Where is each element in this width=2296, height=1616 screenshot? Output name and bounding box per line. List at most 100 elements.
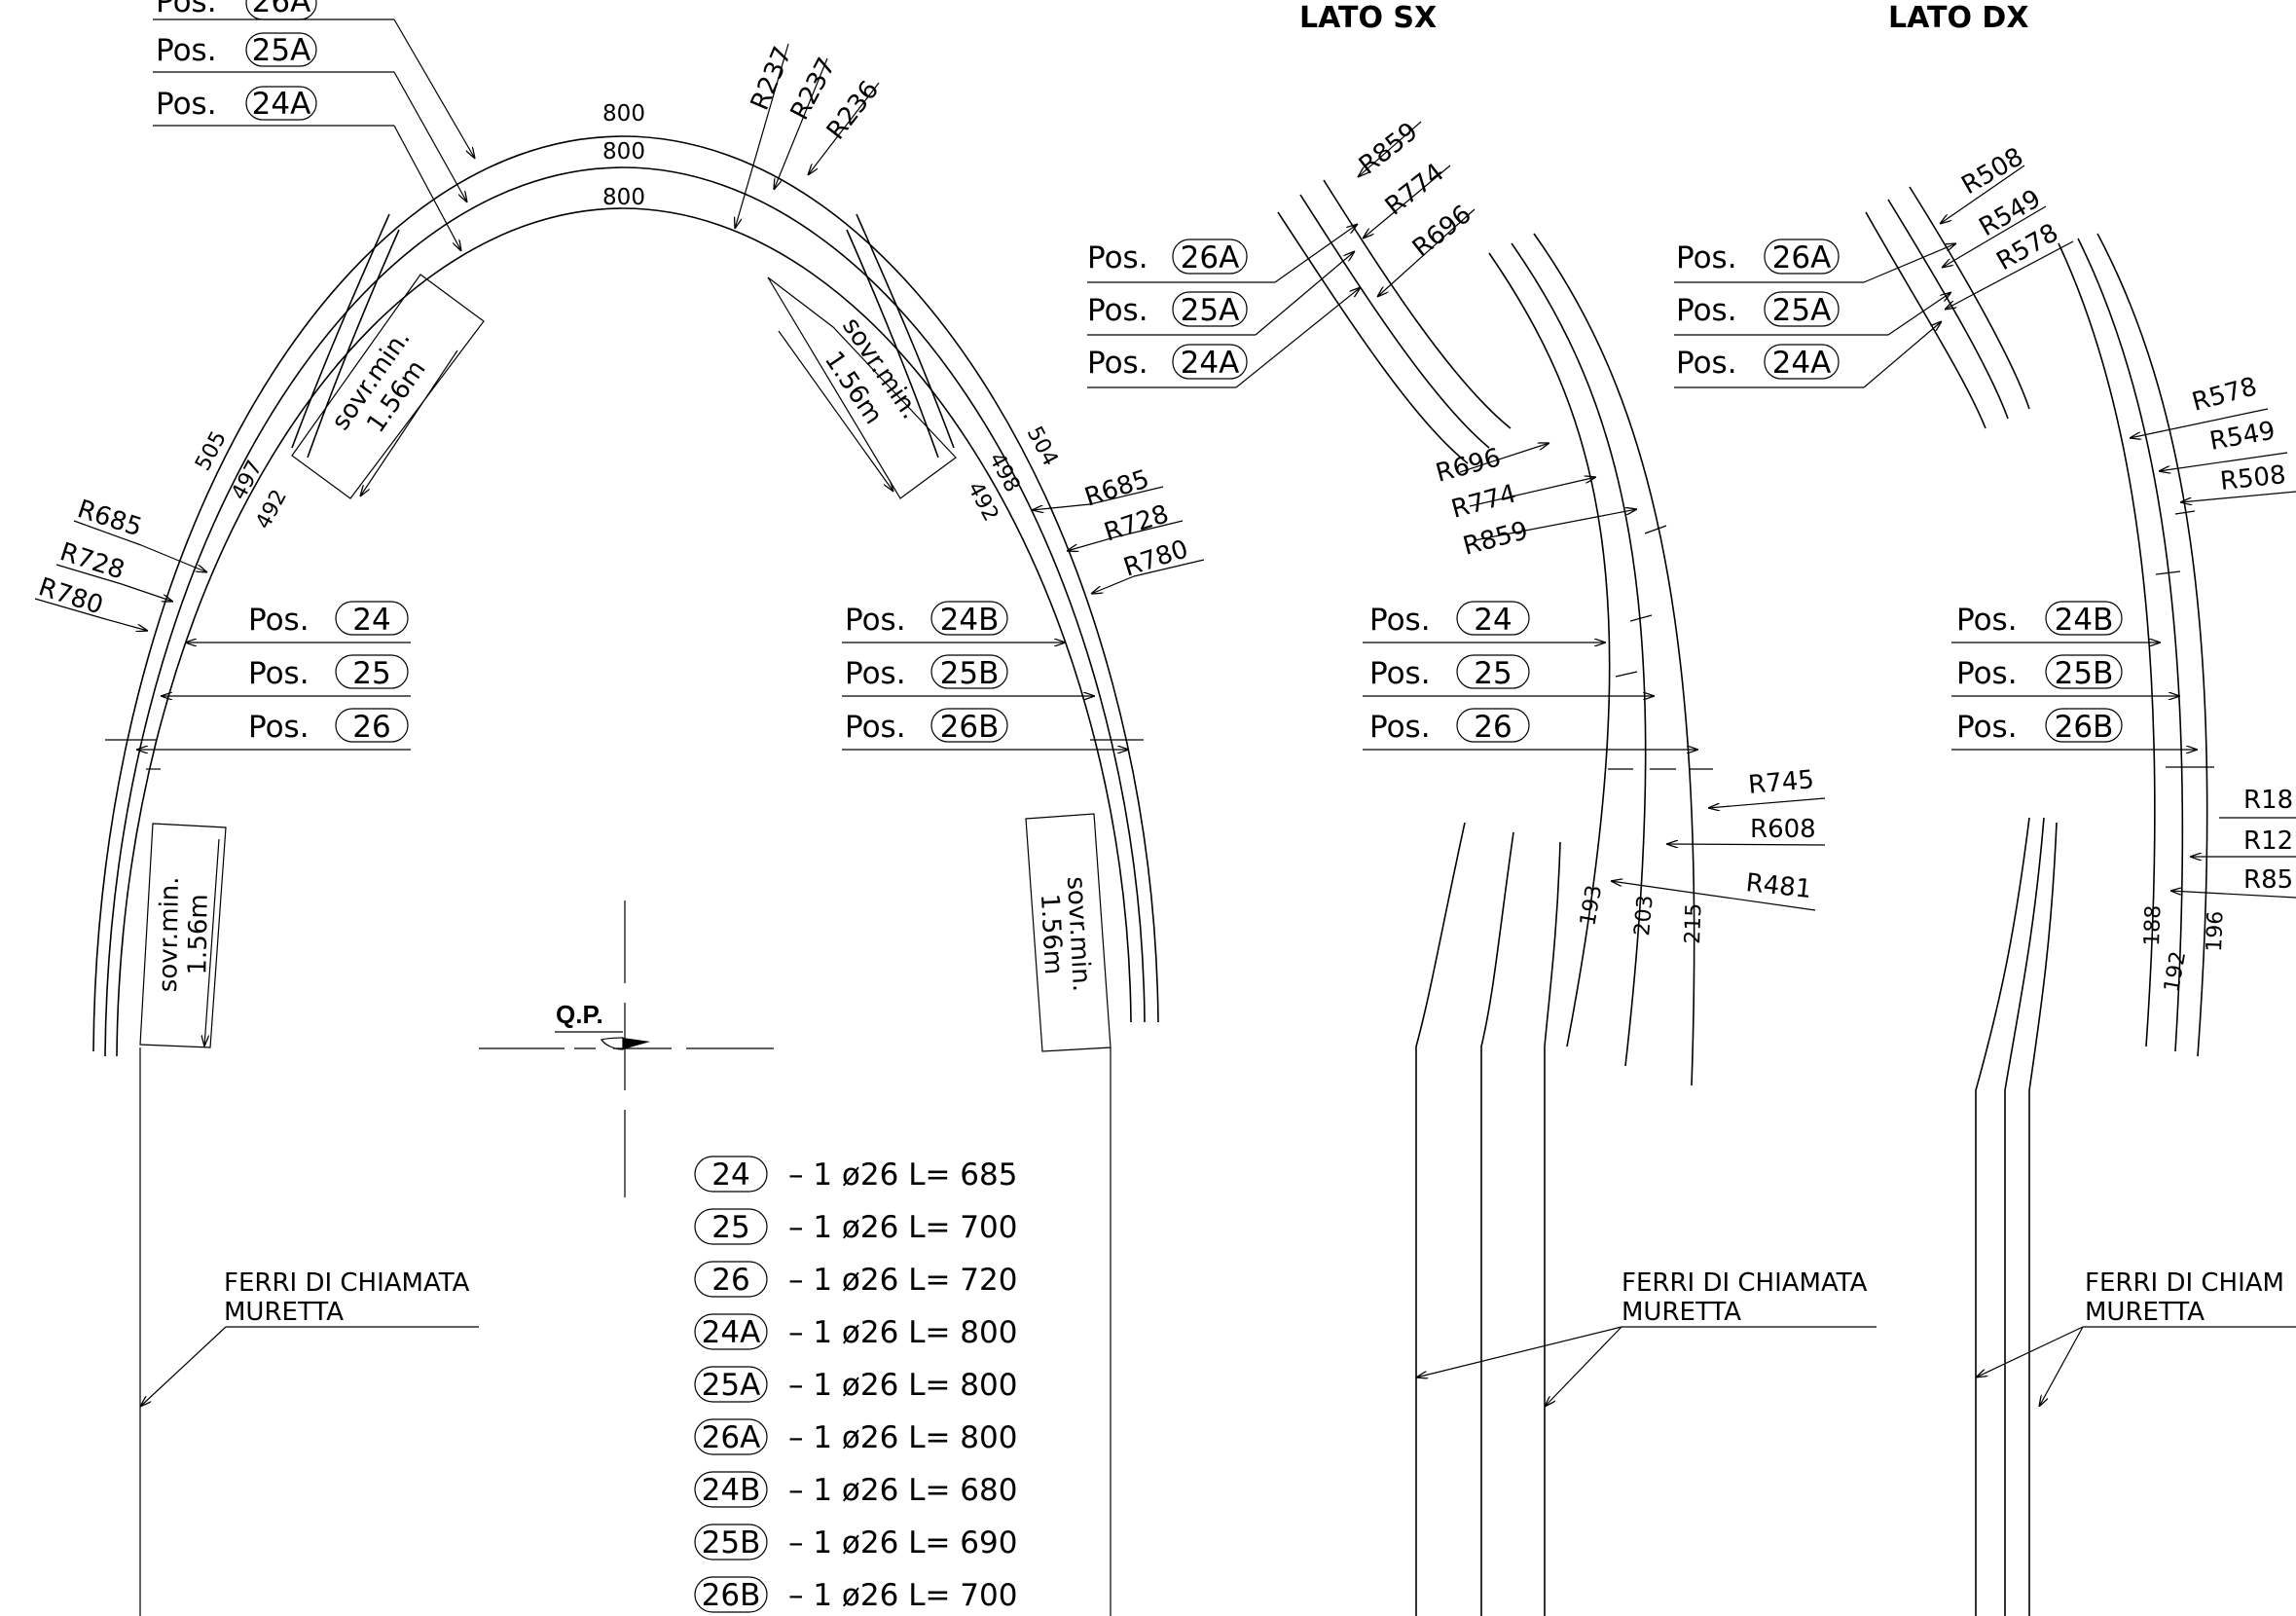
- note-left-leader: [140, 1326, 479, 1407]
- arch-left-dim-2: 497: [227, 457, 268, 504]
- lato-dx-top-pos-word-3: Pos.: [1676, 346, 1737, 381]
- lato-sx-low-radius-2: R608: [1750, 815, 1816, 844]
- bar-schedule: 24 – 1 ø26 L= 685 25 – 1 ø26 L= 700 26 – 1 ø2…: [694, 1156, 1017, 1613]
- arch-right-radius-leaders: [1032, 486, 1205, 594]
- lato-dx-pos-rows: [1951, 601, 2198, 750]
- header-lato-dx: LATO DX: [1888, 1, 2028, 35]
- lato-dx-mid-radius-1: R578: [2189, 372, 2260, 418]
- qp-label: Q.P.: [556, 1000, 603, 1029]
- arch-left-dim-3: 492: [251, 486, 292, 533]
- schedule-desc: – 1 ø26 L= 685: [788, 1157, 1017, 1193]
- arch-bars: [92, 135, 1159, 1057]
- schedule-tag: 24: [711, 1157, 749, 1193]
- lato-sx-low-radius-1: R745: [1747, 765, 1815, 800]
- lato-sx-tag-2: 25: [1474, 656, 1512, 691]
- schedule-tag-oval: [694, 1471, 768, 1508]
- arch-right-pos-word-1: Pos.: [845, 603, 906, 638]
- schedule-tag: 25: [711, 1210, 749, 1245]
- arch-left-radius-1: R685: [74, 495, 146, 542]
- note-left-line1: FERRI DI CHIAMATA: [224, 1268, 470, 1298]
- lato-sx-low-leaders: [1611, 797, 1826, 911]
- note-left-line2: MURETTA: [224, 1298, 344, 1327]
- lato-dx-tag-2: 25B: [2055, 656, 2114, 691]
- arch-length-3: 800: [602, 185, 645, 210]
- lato-dx-dim-1: 188: [2140, 904, 2166, 946]
- arch-right-dim-1: 504: [1022, 422, 1063, 470]
- lato-sx-top-tag-2: 25A: [1181, 293, 1240, 328]
- arch-right-radius-1: R685: [1081, 464, 1153, 512]
- arch-top-pos-word-3: Pos.: [156, 87, 217, 122]
- arch-right-radius-3: R780: [1120, 534, 1192, 582]
- lato-dx-dim-2: 192: [2160, 949, 2191, 994]
- lato-sx-pos-rows: [1363, 601, 1698, 750]
- lato-sx-top-leaders: [1087, 121, 1476, 388]
- schedule-tag: 26B: [702, 1578, 761, 1613]
- lato-sx-top-tag-3: 24A: [1181, 346, 1240, 381]
- cover-label-3b: 1.56m: [183, 894, 213, 975]
- schedule-tag: 24A: [702, 1315, 761, 1350]
- schedule-tag: 26: [711, 1263, 749, 1298]
- lato-sx-top-radius-3: R696: [1407, 200, 1477, 263]
- lato-dx-low-radius-3: R85: [2243, 865, 2293, 895]
- cover-label-4b: 1.56m: [1035, 893, 1068, 975]
- header-lato-sx: LATO SX: [1299, 1, 1437, 35]
- schedule-desc: – 1 ø26 L= 800: [788, 1420, 1017, 1455]
- cover-label-3a: sovr.min.: [154, 876, 185, 992]
- arch-right-radius-2: R728: [1101, 499, 1173, 547]
- note-right-leader: [1976, 1326, 2296, 1407]
- lato-sx-dim-1: 193: [1576, 883, 1607, 928]
- lato-sx-dim-2: 203: [1630, 895, 1658, 937]
- arch-left-pos-word-3: Pos.: [248, 710, 310, 745]
- arch-top-pos-word-2: Pos.: [156, 33, 217, 68]
- arch-top-tag-2: 25A: [252, 33, 311, 68]
- arch-right-tag-2: 25B: [940, 656, 1000, 691]
- arch-left-radius-2: R728: [56, 537, 128, 585]
- lato-dx-top-tag-1: 26A: [1772, 240, 1832, 275]
- note-center-line2: MURETTA: [1622, 1298, 1741, 1327]
- schedule-tag: 26A: [702, 1420, 761, 1455]
- note-center-line1: FERRI DI CHIAMATA: [1622, 1268, 1868, 1298]
- schedule-tag-oval: [694, 1524, 768, 1561]
- cover-boxes: [139, 274, 1112, 1616]
- arch-length-1: 800: [602, 101, 645, 127]
- schedule-desc: – 1 ø26 L= 700: [788, 1210, 1017, 1245]
- arch-right-dim-3: 492: [963, 478, 1003, 526]
- lato-sx-tag-1: 24: [1474, 603, 1512, 638]
- lato-dx-top-leaders: [1674, 165, 2074, 388]
- lato-sx-dim-3: 215: [1681, 902, 1706, 944]
- lato-sx-pos-word-3: Pos.: [1369, 710, 1431, 745]
- lato-dx-mid-leaders: [2130, 408, 2296, 502]
- lato-dx-dim-3: 196: [2203, 910, 2228, 952]
- schedule-tag-oval: [694, 1313, 768, 1350]
- note-right-line1: FERRI DI CHIAM: [2085, 1268, 2284, 1298]
- lato-dx-tag-3: 26B: [2055, 710, 2114, 745]
- arch-left-radius-leaders: [34, 520, 207, 631]
- lato-sx-pos-word-1: Pos.: [1369, 603, 1431, 638]
- arch-top-tag-1: 26A: [252, 0, 311, 19]
- lato-sx-top-radius-2: R774: [1380, 158, 1450, 221]
- arch-left-radius-3: R780: [35, 572, 107, 620]
- lato-sx-low-radius-3: R481: [1744, 868, 1812, 904]
- arch-left-tag-3: 26: [352, 710, 390, 745]
- schedule-desc: – 1 ø26 L= 690: [788, 1525, 1017, 1561]
- lato-sx-top-radius-1: R859: [1354, 117, 1424, 180]
- cover-label-4a: sovr.min.: [1061, 876, 1096, 993]
- lato-sx-top-tag-1: 26A: [1181, 240, 1240, 275]
- lato-dx-pos-word-1: Pos.: [1956, 603, 2018, 638]
- lato-sx-tag-3: 26: [1474, 710, 1512, 745]
- schedule-tag-oval: [694, 1366, 768, 1403]
- lato-dx-low-radius-2: R12: [2243, 826, 2293, 856]
- arch-left-pos-word-1: Pos.: [248, 603, 310, 638]
- arch-top-leaders: [153, 18, 880, 251]
- arch-right-tag-1: 24B: [940, 603, 1000, 638]
- note-center-leader: [1416, 1326, 1877, 1407]
- lato-sx-top-pos-word-3: Pos.: [1087, 346, 1148, 381]
- lato-dx-low-radius-1: R18: [2243, 786, 2293, 815]
- lato-sx-bars: [1277, 179, 1713, 1616]
- qp-marker: [479, 900, 774, 1197]
- arch-left-pos-word-2: Pos.: [248, 656, 310, 691]
- schedule-tag-oval: [694, 1208, 768, 1245]
- lato-dx-mid-radius-2: R549: [2207, 417, 2278, 457]
- lato-dx-top-tag-2: 25A: [1772, 293, 1832, 328]
